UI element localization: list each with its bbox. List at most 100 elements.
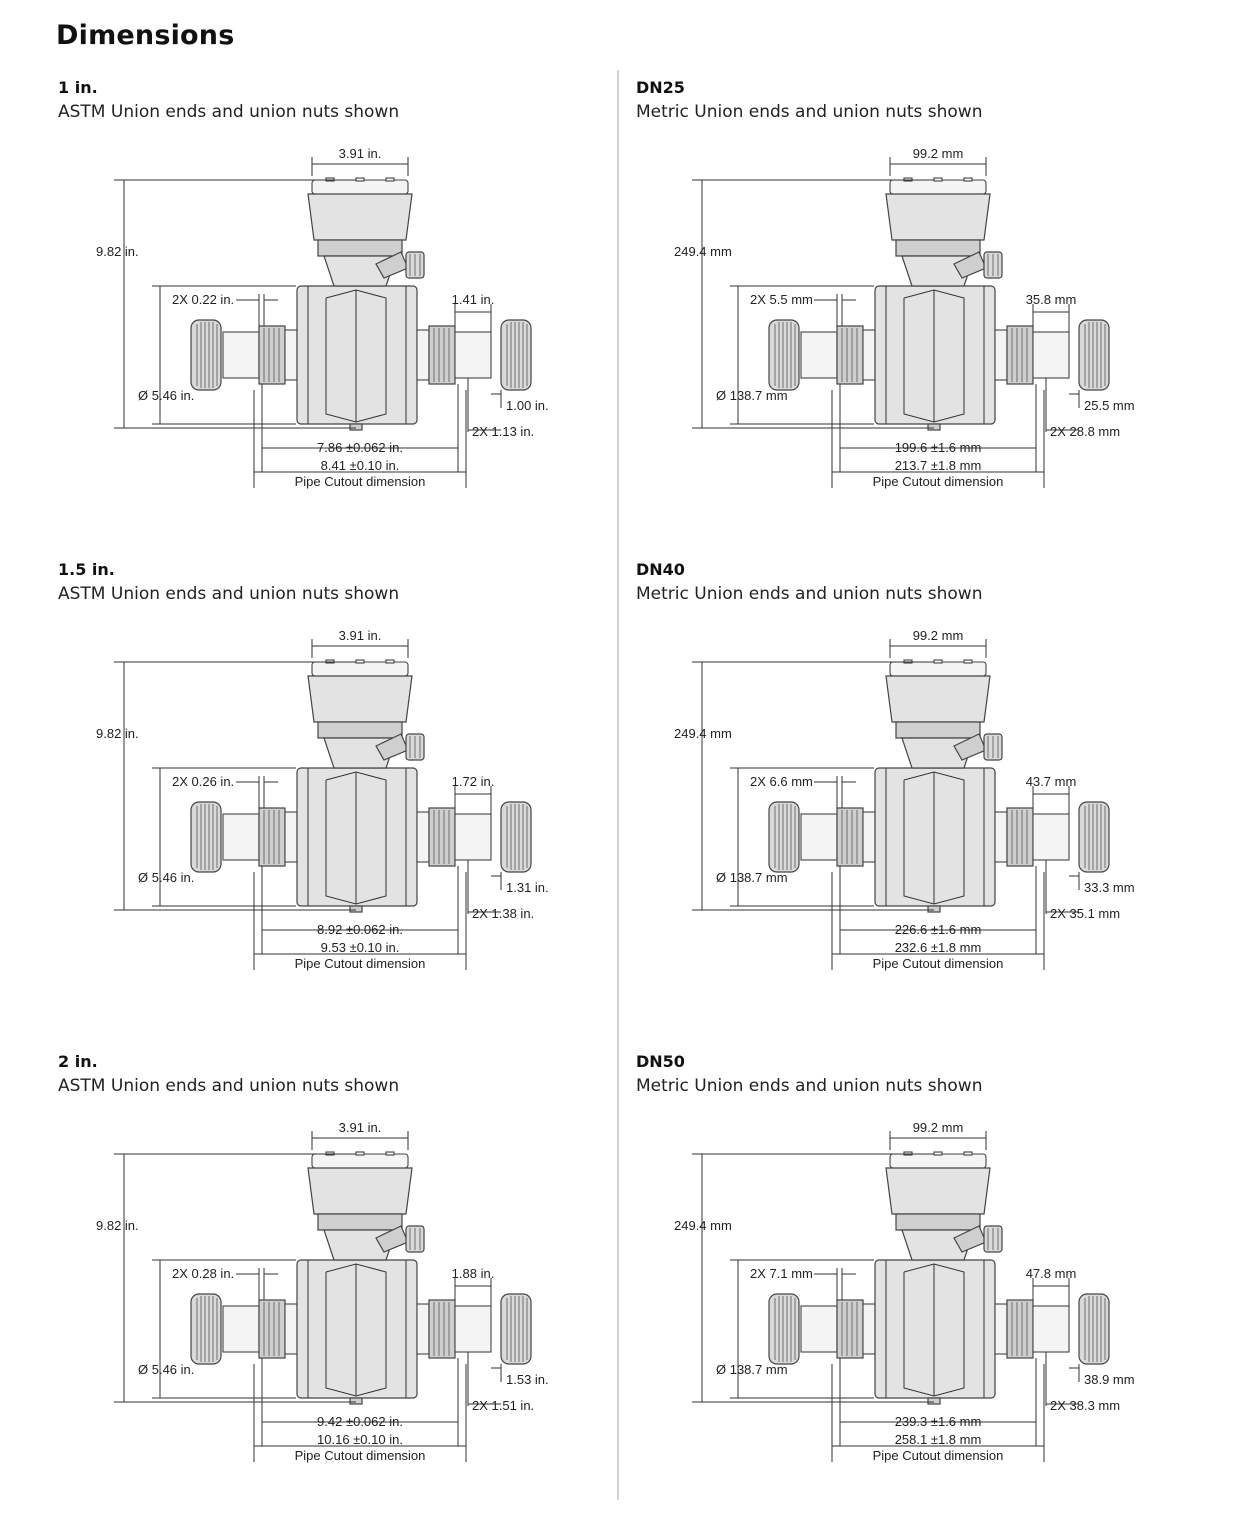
dim-nut-offset: 25.5 mm <box>1084 398 1135 413</box>
dimension-panel-2: 1.5 in. ASTM Union ends and union nuts s… <box>56 554 656 1044</box>
dim-gap: 2X 7.1 mm <box>750 1266 813 1281</box>
left-union-nut <box>190 1293 222 1365</box>
dimension-labels: 3.91 in. 9.82 in. Ø 5.46 in. 2X 0.28 in.… <box>96 1120 549 1463</box>
panel-size-label: 1 in. <box>58 78 98 97</box>
panel-size-label: DN25 <box>636 78 685 97</box>
panel-caption: Metric Union ends and union nuts shown <box>636 102 983 122</box>
flow-body <box>296 1259 418 1405</box>
dim-nut-offset: 33.3 mm <box>1084 880 1135 895</box>
dim-gap: 2X 0.22 in. <box>172 292 234 307</box>
flow-body <box>874 285 996 431</box>
panel-size-label: DN50 <box>636 1052 685 1071</box>
right-union-nut <box>1078 801 1110 873</box>
dim-nut-width: 35.8 mm <box>1026 292 1077 307</box>
dimension-labels: 99.2 mm 249.4 mm Ø 138.7 mm 2X 7.1 mm 47… <box>674 1120 1135 1463</box>
dim-end-length: 2X 1.51 in. <box>472 1398 534 1413</box>
dim-gap: 2X 0.26 in. <box>172 774 234 789</box>
left-union-nut <box>190 801 222 873</box>
dim-nut-width: 43.7 mm <box>1026 774 1077 789</box>
dim-cutout-length: 232.6 ±1.8 mm <box>895 940 982 955</box>
dimension-panel-3: DN40 Metric Union ends and union nuts sh… <box>634 554 1234 1044</box>
flow-body <box>874 767 996 913</box>
left-union-nut <box>190 319 222 391</box>
dim-cutout-label: Pipe Cutout dimension <box>295 956 426 971</box>
dim-head-width: 3.91 in. <box>339 146 382 161</box>
dim-head-width: 99.2 mm <box>913 628 964 643</box>
dim-overall-height: 9.82 in. <box>96 244 139 259</box>
dim-end-length: 2X 35.1 mm <box>1050 906 1120 921</box>
flow-sensor-drawing: 3.91 in. 9.82 in. Ø 5.46 in. 2X 0.22 in.… <box>96 146 549 489</box>
flow-sensor-drawing: 3.91 in. 9.82 in. Ø 5.46 in. 2X 0.26 in.… <box>96 628 549 971</box>
flow-sensor-drawing: 99.2 mm 249.4 mm Ø 138.7 mm 2X 6.6 mm 43… <box>674 628 1135 971</box>
sensor-illustration <box>768 177 1110 431</box>
dim-lay-length: 8.92 ±0.062 in. <box>317 922 403 937</box>
dim-end-length: 2X 1.38 in. <box>472 906 534 921</box>
dim-nut-offset: 1.31 in. <box>506 880 549 895</box>
dim-cutout-length: 10.16 ±0.10 in. <box>317 1432 403 1447</box>
dim-lay-length: 199.6 ±1.6 mm <box>895 440 982 455</box>
dim-cutout-length: 213.7 ±1.8 mm <box>895 458 982 473</box>
dimension-lines <box>692 157 1080 488</box>
dim-end-length: 2X 1.13 in. <box>472 424 534 439</box>
dimension-labels: 3.91 in. 9.82 in. Ø 5.46 in. 2X 0.26 in.… <box>96 628 549 971</box>
dim-gap: 2X 0.28 in. <box>172 1266 234 1281</box>
dim-lay-length: 239.3 ±1.6 mm <box>895 1414 982 1429</box>
dimension-labels: 99.2 mm 249.4 mm Ø 138.7 mm 2X 5.5 mm 35… <box>674 146 1135 489</box>
panel-caption: ASTM Union ends and union nuts shown <box>58 584 400 604</box>
dimension-panel-0: 1 in. ASTM Union ends and union nuts sho… <box>56 72 656 562</box>
panel-caption: Metric Union ends and union nuts shown <box>636 584 983 604</box>
panel-caption: Metric Union ends and union nuts shown <box>636 1076 983 1096</box>
dim-cutout-length: 8.41 ±0.10 in. <box>321 458 400 473</box>
dimension-lines <box>692 639 1080 970</box>
dim-diameter: Ø 138.7 mm <box>716 1362 788 1377</box>
dimension-labels: 3.91 in. 9.82 in. Ø 5.46 in. 2X 0.22 in.… <box>96 146 549 489</box>
dim-cutout-label: Pipe Cutout dimension <box>873 1448 1004 1463</box>
panel-caption: ASTM Union ends and union nuts shown <box>58 102 400 122</box>
left-union-nut <box>768 319 800 391</box>
sensor-head <box>885 177 991 287</box>
dimension-lines <box>114 639 502 970</box>
dim-nut-width: 1.72 in. <box>452 774 495 789</box>
flow-sensor-drawing: 99.2 mm 249.4 mm Ø 138.7 mm 2X 5.5 mm 35… <box>674 146 1135 489</box>
dim-overall-height: 249.4 mm <box>674 726 732 741</box>
dim-cutout-label: Pipe Cutout dimension <box>873 474 1004 489</box>
panel-size-label: 1.5 in. <box>58 560 115 579</box>
flow-body <box>296 285 418 431</box>
dim-diameter: Ø 138.7 mm <box>716 870 788 885</box>
page-title: Dimensions <box>56 20 235 51</box>
right-union-nut <box>1078 1293 1110 1365</box>
sensor-illustration <box>768 1151 1110 1405</box>
sensor-head <box>307 659 413 769</box>
right-union-nut <box>500 1293 532 1365</box>
dim-cutout-label: Pipe Cutout dimension <box>873 956 1004 971</box>
dim-nut-offset: 38.9 mm <box>1084 1372 1135 1387</box>
sensor-illustration <box>190 1151 532 1405</box>
dimension-panel-4: 2 in. ASTM Union ends and union nuts sho… <box>56 1046 656 1536</box>
dimension-lines <box>692 1131 1080 1462</box>
dim-end-length: 2X 28.8 mm <box>1050 424 1120 439</box>
dim-overall-height: 9.82 in. <box>96 726 139 741</box>
left-union-nut <box>768 801 800 873</box>
dim-overall-height: 9.82 in. <box>96 1218 139 1233</box>
dim-cutout-length: 258.1 ±1.8 mm <box>895 1432 982 1447</box>
dimension-panel-1: DN25 Metric Union ends and union nuts sh… <box>634 72 1234 562</box>
column-divider <box>617 70 619 1500</box>
right-union-nut <box>500 319 532 391</box>
sensor-illustration <box>768 659 1110 913</box>
dim-nut-offset: 1.53 in. <box>506 1372 549 1387</box>
dim-nut-width: 1.41 in. <box>452 292 495 307</box>
dim-overall-height: 249.4 mm <box>674 244 732 259</box>
dim-diameter: Ø 5.46 in. <box>138 388 194 403</box>
dim-overall-height: 249.4 mm <box>674 1218 732 1233</box>
dimension-panel-5: DN50 Metric Union ends and union nuts sh… <box>634 1046 1234 1536</box>
dim-head-width: 3.91 in. <box>339 628 382 643</box>
dim-end-length: 2X 38.3 mm <box>1050 1398 1120 1413</box>
dim-gap: 2X 5.5 mm <box>750 292 813 307</box>
dim-head-width: 99.2 mm <box>913 146 964 161</box>
dim-nut-width: 47.8 mm <box>1026 1266 1077 1281</box>
dim-lay-length: 226.6 ±1.6 mm <box>895 922 982 937</box>
flow-sensor-drawing: 99.2 mm 249.4 mm Ø 138.7 mm 2X 7.1 mm 47… <box>674 1120 1135 1463</box>
panel-size-label: DN40 <box>636 560 685 579</box>
cable-gland <box>375 1225 425 1253</box>
dimension-labels: 99.2 mm 249.4 mm Ø 138.7 mm 2X 6.6 mm 43… <box>674 628 1135 971</box>
